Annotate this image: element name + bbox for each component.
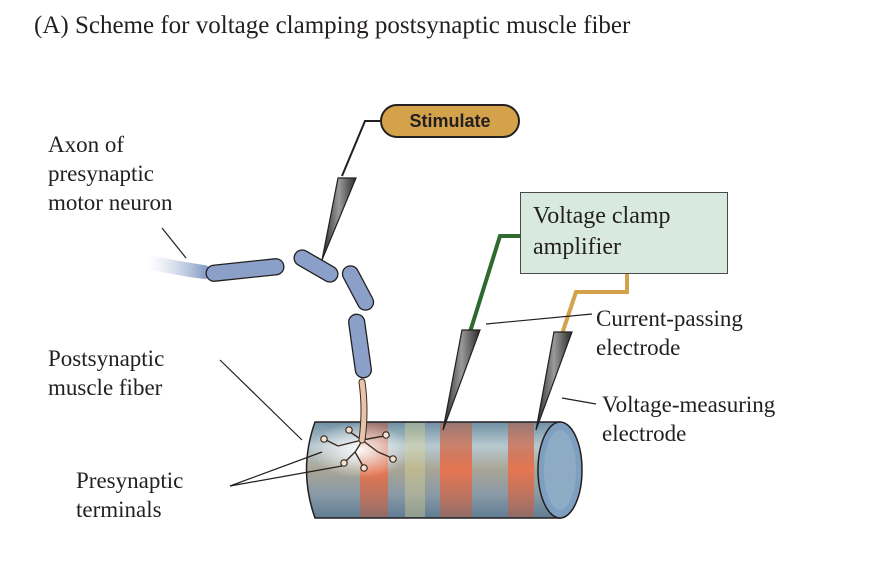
- myelin-segment: [293, 249, 339, 283]
- amplifier-label-line: Voltage clamp: [533, 203, 671, 229]
- current-wire: [468, 234, 522, 333]
- current-passing-electrode: [442, 329, 481, 431]
- presynaptic-axon: [141, 249, 375, 379]
- terminal-bouton: [382, 431, 390, 439]
- voltage-wire: [560, 272, 629, 335]
- terminal-bouton: [389, 455, 397, 463]
- myelin-segment: [341, 265, 375, 311]
- voltage-clamp-amplifier-box: Voltage clamp amplifier: [520, 192, 728, 274]
- terminal-bouton: [340, 459, 348, 467]
- voltage-electrode-label: Voltage-measuring electrode: [602, 392, 776, 446]
- amplifier-label-line: amplifier: [533, 234, 621, 260]
- terminal-axon: [359, 379, 367, 443]
- voltage-electrode-leader-line: [561, 397, 597, 405]
- current-electrode-leader-line: [485, 313, 593, 325]
- figure-title: (A) Scheme for voltage clamping postsyna…: [34, 12, 631, 39]
- myelin-segment: [205, 258, 285, 282]
- terminal-bouton: [360, 464, 368, 472]
- axon-label: Axon of presynaptic motor neuron: [48, 132, 173, 215]
- stimulating-electrode: [321, 177, 357, 261]
- myelin-segment: [348, 313, 372, 379]
- muscle-fiber-label: Postsynaptic muscle fiber: [48, 346, 165, 400]
- muscle-fiber: [305, 421, 583, 519]
- stimulate-box: Stimulate: [380, 104, 520, 138]
- axon-leader-line: [161, 227, 187, 259]
- terminals-leader-line: [229, 465, 343, 487]
- voltage-measuring-electrode: [535, 331, 573, 431]
- terminal-bouton: [320, 435, 328, 443]
- stimulate-wire: [341, 120, 382, 177]
- muscle-band: [508, 423, 534, 517]
- current-electrode-label: Current-passing electrode: [596, 306, 743, 360]
- stimulate-label: Stimulate: [409, 110, 491, 131]
- muscle-fiber-leader-line: [219, 359, 303, 441]
- presynaptic-terminals-label: Presynaptic terminals: [76, 468, 184, 522]
- muscle-band: [440, 423, 472, 517]
- terminal-bouton: [345, 426, 353, 434]
- terminals-leader-line: [229, 451, 323, 487]
